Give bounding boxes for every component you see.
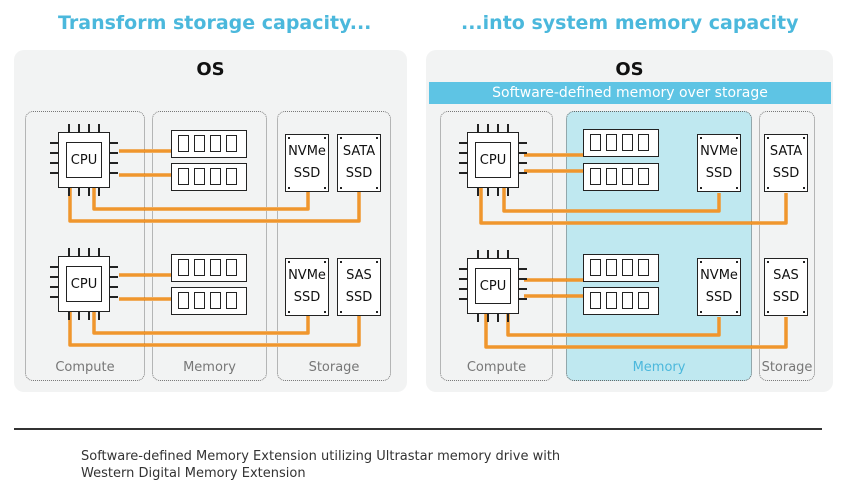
os-label: OS bbox=[615, 59, 644, 80]
connection-wires bbox=[68, 149, 361, 347]
ssd-label: SSD bbox=[705, 166, 733, 181]
ssd-label: SSD bbox=[772, 166, 800, 181]
memory-label: Memory bbox=[632, 360, 686, 375]
ssd-label: SSD bbox=[293, 166, 321, 181]
wire bbox=[502, 188, 721, 213]
ssd-label: SSD bbox=[345, 290, 373, 305]
cpu-label: CPU bbox=[475, 268, 511, 304]
ssd-label: SSD bbox=[293, 290, 321, 305]
compute-label: Compute bbox=[466, 360, 527, 375]
left-heading: Transform storage capacity... bbox=[58, 12, 372, 34]
ssd-drive: NVMe SSD bbox=[285, 134, 329, 192]
wire bbox=[68, 180, 361, 223]
ssd-type-label: SATA bbox=[769, 144, 803, 159]
wire bbox=[506, 313, 721, 337]
cpu-chip: CPU bbox=[50, 248, 120, 322]
ssd-label: SSD bbox=[772, 290, 800, 305]
storage-label: Storage bbox=[761, 360, 813, 375]
compute-label: Compute bbox=[55, 360, 115, 375]
cpu-chip: CPU bbox=[459, 124, 529, 198]
wire bbox=[484, 313, 788, 349]
ssd-drive: NVMe SSD bbox=[285, 258, 329, 316]
ssd-drive: SAS SSD bbox=[337, 258, 381, 316]
ssd-type-label: NVMe bbox=[288, 268, 326, 283]
ssd-type-label: SAS bbox=[346, 268, 372, 283]
software-defined-memory-banner: Software-defined memory over storage bbox=[429, 82, 831, 104]
wire bbox=[92, 304, 310, 335]
ssd-type-label: SAS bbox=[773, 268, 799, 283]
os-label: OS bbox=[196, 59, 225, 80]
left-panel: OS CPU bbox=[14, 50, 407, 392]
memory-module bbox=[171, 130, 247, 158]
cpu-label: CPU bbox=[66, 266, 102, 302]
wire bbox=[479, 188, 788, 225]
memory-module bbox=[171, 287, 247, 315]
memory-module bbox=[171, 254, 247, 282]
memory-group bbox=[152, 111, 267, 381]
storage-label: Storage bbox=[308, 360, 360, 375]
right-panel: OS Software-defined memory over storage bbox=[426, 50, 833, 392]
cpu-label: CPU bbox=[475, 142, 511, 178]
ssd-drive: NVMe SSD bbox=[697, 258, 741, 316]
compute-group bbox=[25, 111, 145, 381]
figure-caption: Software-defined Memory Extension utiliz… bbox=[81, 448, 560, 482]
memory-module bbox=[583, 163, 659, 191]
ssd-label: SSD bbox=[345, 166, 373, 181]
ssd-type-label: NVMe bbox=[700, 268, 738, 283]
wire bbox=[68, 304, 361, 347]
memory-module bbox=[171, 163, 247, 191]
ssd-drive: SATA SSD bbox=[337, 134, 381, 192]
storage-group bbox=[759, 111, 815, 381]
cpu-chip: CPU bbox=[459, 250, 529, 324]
ssd-type-label: SATA bbox=[342, 144, 376, 159]
ssd-type-label: NVMe bbox=[700, 144, 738, 159]
connection-wires bbox=[479, 153, 788, 349]
storage-group bbox=[277, 111, 391, 381]
ssd-type-label: NVMe bbox=[288, 144, 326, 159]
ssd-drive: SATA SSD bbox=[764, 134, 808, 192]
divider bbox=[14, 428, 822, 430]
caption-line-2: Western Digital Memory Extension bbox=[81, 466, 306, 481]
memory-label: Memory bbox=[183, 360, 236, 375]
cpu-chip: CPU bbox=[50, 124, 120, 198]
memory-module bbox=[583, 287, 659, 315]
caption-line-1: Software-defined Memory Extension utiliz… bbox=[81, 449, 561, 464]
cpu-label: CPU bbox=[66, 142, 102, 178]
ssd-label: SSD bbox=[705, 290, 733, 305]
wire bbox=[92, 180, 310, 211]
ssd-drive: SAS SSD bbox=[764, 258, 808, 316]
right-heading: ...into system memory capacity bbox=[461, 12, 799, 34]
memory-module bbox=[583, 254, 659, 282]
memory-module bbox=[583, 129, 659, 157]
compute-group bbox=[440, 111, 553, 381]
ssd-drive: NVMe SSD bbox=[697, 134, 741, 192]
